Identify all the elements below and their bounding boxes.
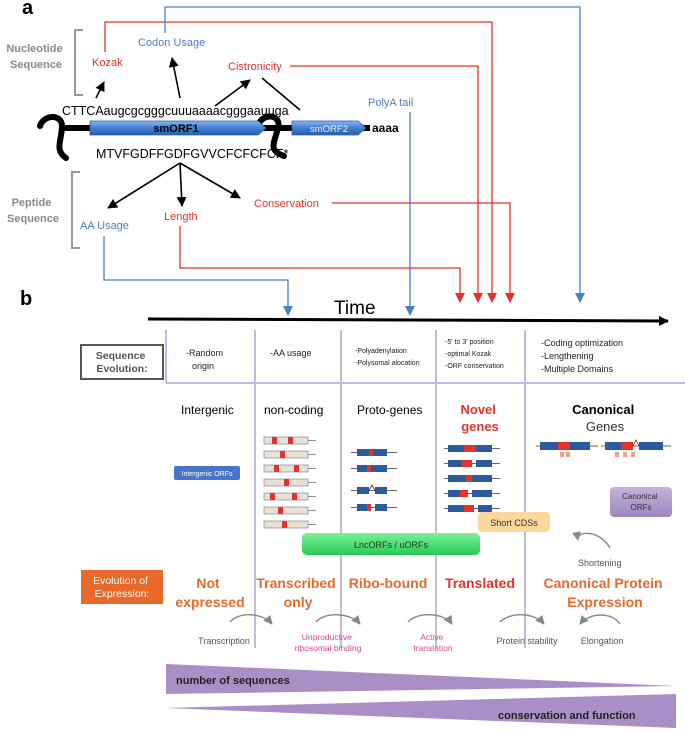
number-of-sequences-wedge: [166, 664, 676, 694]
transition-arc-4: [499, 614, 545, 625]
canonical-orfs-box: [610, 487, 672, 517]
polya-tail-label: PolyA tail: [368, 97, 413, 109]
time-arrow: [147, 315, 669, 326]
kozak-label: Kozak: [92, 57, 123, 69]
transition-arc-1: [229, 614, 273, 625]
evolution-of-expression-label: Evolution of Expression:: [93, 575, 151, 600]
arrow-to-cistronicity: [214, 79, 251, 107]
stage-proto-genes: Proto-genes: [357, 403, 422, 417]
number-of-sequences-label: number of sequences: [176, 675, 290, 687]
peptide-bracket: [71, 171, 80, 249]
transition-elongation: Elongation: [581, 636, 624, 646]
transition-arc-3: [407, 614, 453, 625]
conservation-function-label: conservation and function: [498, 710, 636, 722]
short-cds-box: [478, 512, 550, 532]
expression-not-expressed: Not expressed: [175, 575, 244, 610]
conservation-line: [332, 202, 515, 303]
lncorfs-box: [302, 533, 480, 555]
stage-2-notes: -AA usage: [270, 348, 312, 358]
expression-ribo-bound: Ribo-bound: [349, 575, 428, 591]
conservation-label: Conservation: [254, 198, 319, 210]
arrow-cistronicity-from-smorf2: [261, 77, 301, 111]
transition-arc-2: [315, 614, 361, 625]
intergenic-orfs-box: [174, 466, 240, 480]
stage-non-coding: non-coding: [264, 403, 323, 417]
transition-transcription: Transcription: [198, 636, 250, 646]
arrow-to-conservation: [179, 162, 241, 199]
codon-usage-line: [164, 6, 585, 303]
transition-arc-5: [579, 614, 621, 625]
stage-canonical-genes: Canonical Genes: [572, 402, 638, 434]
polya-aaaa: aaaa: [372, 121, 399, 135]
arrow-to-aa-usage: [107, 162, 181, 209]
stage-1-notes: -Random origin: [186, 348, 226, 371]
protogene-transcripts: [351, 449, 397, 511]
nucleotide-sequence: CTTCAaugcgcgggcuuuaaaacgggaauuga: [62, 104, 289, 118]
length-label: Length: [164, 211, 198, 223]
stage-4-notes: -5' to 3' position -optimal Kozak -ORF c…: [445, 339, 504, 370]
conservation-function-wedge: [166, 694, 676, 728]
mrna-squiggle-middle: [255, 113, 287, 159]
stage-5-notes: -Coding optimization -Lengthening -Multi…: [541, 338, 626, 374]
nucleotide-label: Nucleotide Sequence: [6, 43, 65, 71]
novel-gene-transcripts: [444, 445, 500, 512]
smorf1-label: smORF1: [153, 123, 198, 135]
cistronicity-line: [290, 65, 483, 303]
transition-unproductive: Unproductive ribosomal binding: [295, 632, 362, 653]
expression-canonical-protein: Canonical Protein Expression: [544, 575, 667, 610]
peptide-label: Peptide Sequence: [7, 197, 59, 225]
mrna-squiggle-5prime: [37, 114, 69, 161]
sequence-evolution-box: [80, 344, 164, 380]
shortening-label: Shortening: [578, 558, 622, 568]
noncoding-transcripts: [263, 436, 316, 529]
aa-usage-line: [103, 236, 293, 316]
peptide-sequence: MTVFGDFFGDFGVVCFCFCFCF*: [96, 147, 288, 161]
arrow-to-codon-usage: [168, 57, 181, 99]
nucleotide-bracket: [74, 29, 83, 96]
expression-transcribed-only: Transcribed only: [256, 575, 339, 610]
sequence-evolution-label: Sequence Evolution:: [96, 350, 149, 375]
transition-protein-stability: Protein stability: [496, 636, 558, 646]
short-cds-label: Short CDSs: [490, 518, 538, 528]
arrow-to-length: [176, 162, 187, 207]
transition-active-translation: Active translation: [413, 632, 452, 653]
arrow-to-kozak: [95, 81, 105, 99]
smorf1-arrow: [89, 120, 267, 136]
kozak-line: [104, 21, 497, 303]
stage-intergenic: Intergenic: [181, 403, 234, 417]
codon-usage-label: Codon Usage: [138, 37, 205, 49]
canonical-gene-transcripts: [536, 439, 671, 457]
expression-translated: Translated: [445, 575, 515, 591]
shortening-arc: [572, 531, 611, 549]
lncorfs-label: LncORFs / uORFs: [354, 540, 429, 550]
panel-a-label: a: [22, 0, 34, 19]
stage-novel-genes: Novel genes: [460, 402, 499, 434]
intergenic-orfs-label: Intergenic ORFs: [182, 471, 233, 478]
length-line: [179, 226, 465, 303]
smorf2-label: smORF2: [310, 124, 348, 135]
canonical-orfs-label: Canonical ORFs: [622, 492, 660, 512]
evolution-of-expression-box: [81, 570, 163, 604]
time-label: Time: [334, 298, 376, 319]
stage-3-notes: -Polyadenylation -Polysomal alocation: [355, 348, 420, 367]
aa-usage-label: AA Usage: [80, 220, 129, 232]
smorf2-arrow: [291, 120, 367, 136]
panel-b-label: b: [20, 288, 32, 310]
cistronicity-label: Cistronicity: [228, 61, 282, 73]
